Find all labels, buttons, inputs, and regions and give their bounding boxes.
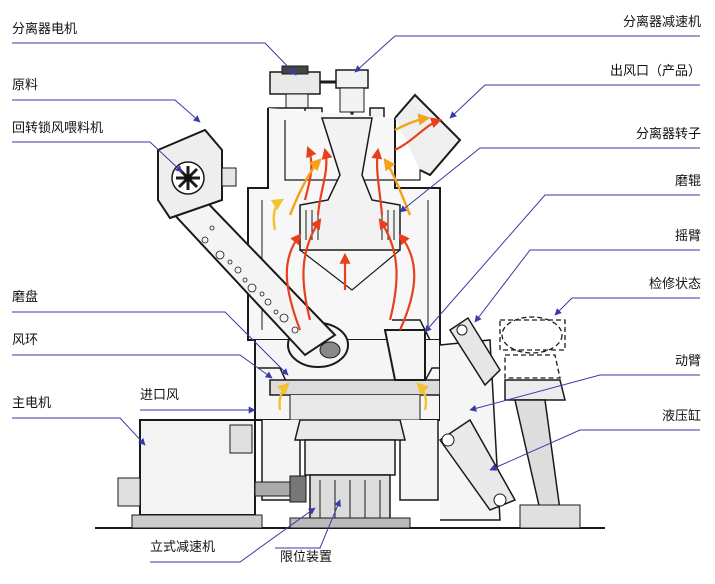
label-rotary-feeder: 回转锁风喂料机: [12, 121, 104, 136]
label-outlet: 出风口（产品）: [609, 64, 701, 79]
outlet-duct: [394, 93, 462, 177]
pointer-separator-reducer: [354, 35, 700, 73]
airflow-red: [285, 117, 443, 331]
pointer-main-motor: [12, 417, 146, 446]
pointer-air-ring: [12, 354, 273, 379]
pointer-maintenance: [554, 297, 700, 316]
pointer-rocker-arm: [474, 249, 700, 323]
hydraulic-assembly: [438, 316, 581, 529]
pointer-vertical-reducer: [150, 507, 316, 563]
label-inlet-air: 进口风: [140, 388, 180, 403]
pointer-separator-motor: [12, 42, 297, 76]
pointer-rotary-feeder: [12, 141, 183, 173]
label-limit-device: 限位装置: [280, 550, 333, 565]
pointer-separator-rotor: [399, 147, 700, 213]
label-separator-rotor: 分离器转子: [635, 127, 701, 142]
label-air-ring: 风环: [12, 333, 39, 348]
label-grinding-table: 磨盘: [12, 290, 39, 305]
pointer-outlet: [449, 84, 700, 119]
label-raw-material: 原料: [12, 78, 39, 93]
pointer-grinding-roller: [424, 194, 700, 333]
pointer-lines: [12, 35, 700, 563]
label-rocker-arm: 摇臂: [674, 229, 701, 244]
label-moving-arm: 动臂: [674, 354, 701, 369]
label-hydraulic-cylinder: 液压缸: [661, 409, 701, 424]
airflow-orange: [288, 113, 431, 216]
pointer-moving-arm: [469, 374, 700, 412]
rotary-feeder-shape: [157, 128, 237, 220]
label-maintenance-state: 检修状态: [648, 277, 701, 292]
pointer-limit-device: [275, 499, 341, 549]
label-main-motor: 主电机: [12, 396, 52, 411]
grinding-table-shape: [269, 379, 441, 421]
label-vertical-reducer: 立式减速机: [150, 540, 216, 555]
grinding-roller-right: [383, 319, 431, 381]
label-grinding-roller: 磨辊: [674, 174, 701, 189]
label-separator-reducer: 分离器减速机: [622, 15, 701, 30]
pointer-raw-material: [12, 99, 201, 123]
vertical-reducer-shape: [289, 419, 411, 529]
maintenance-roller-outline: [499, 316, 566, 379]
airflow-yellow: [270, 198, 430, 411]
main-motor-shape: [117, 419, 307, 529]
label-separator-motor: 分离器电机: [12, 22, 78, 37]
pointer-grinding-table: [12, 311, 289, 376]
pointer-hydraulic: [489, 429, 700, 471]
separator-motor-shape: [269, 65, 340, 109]
